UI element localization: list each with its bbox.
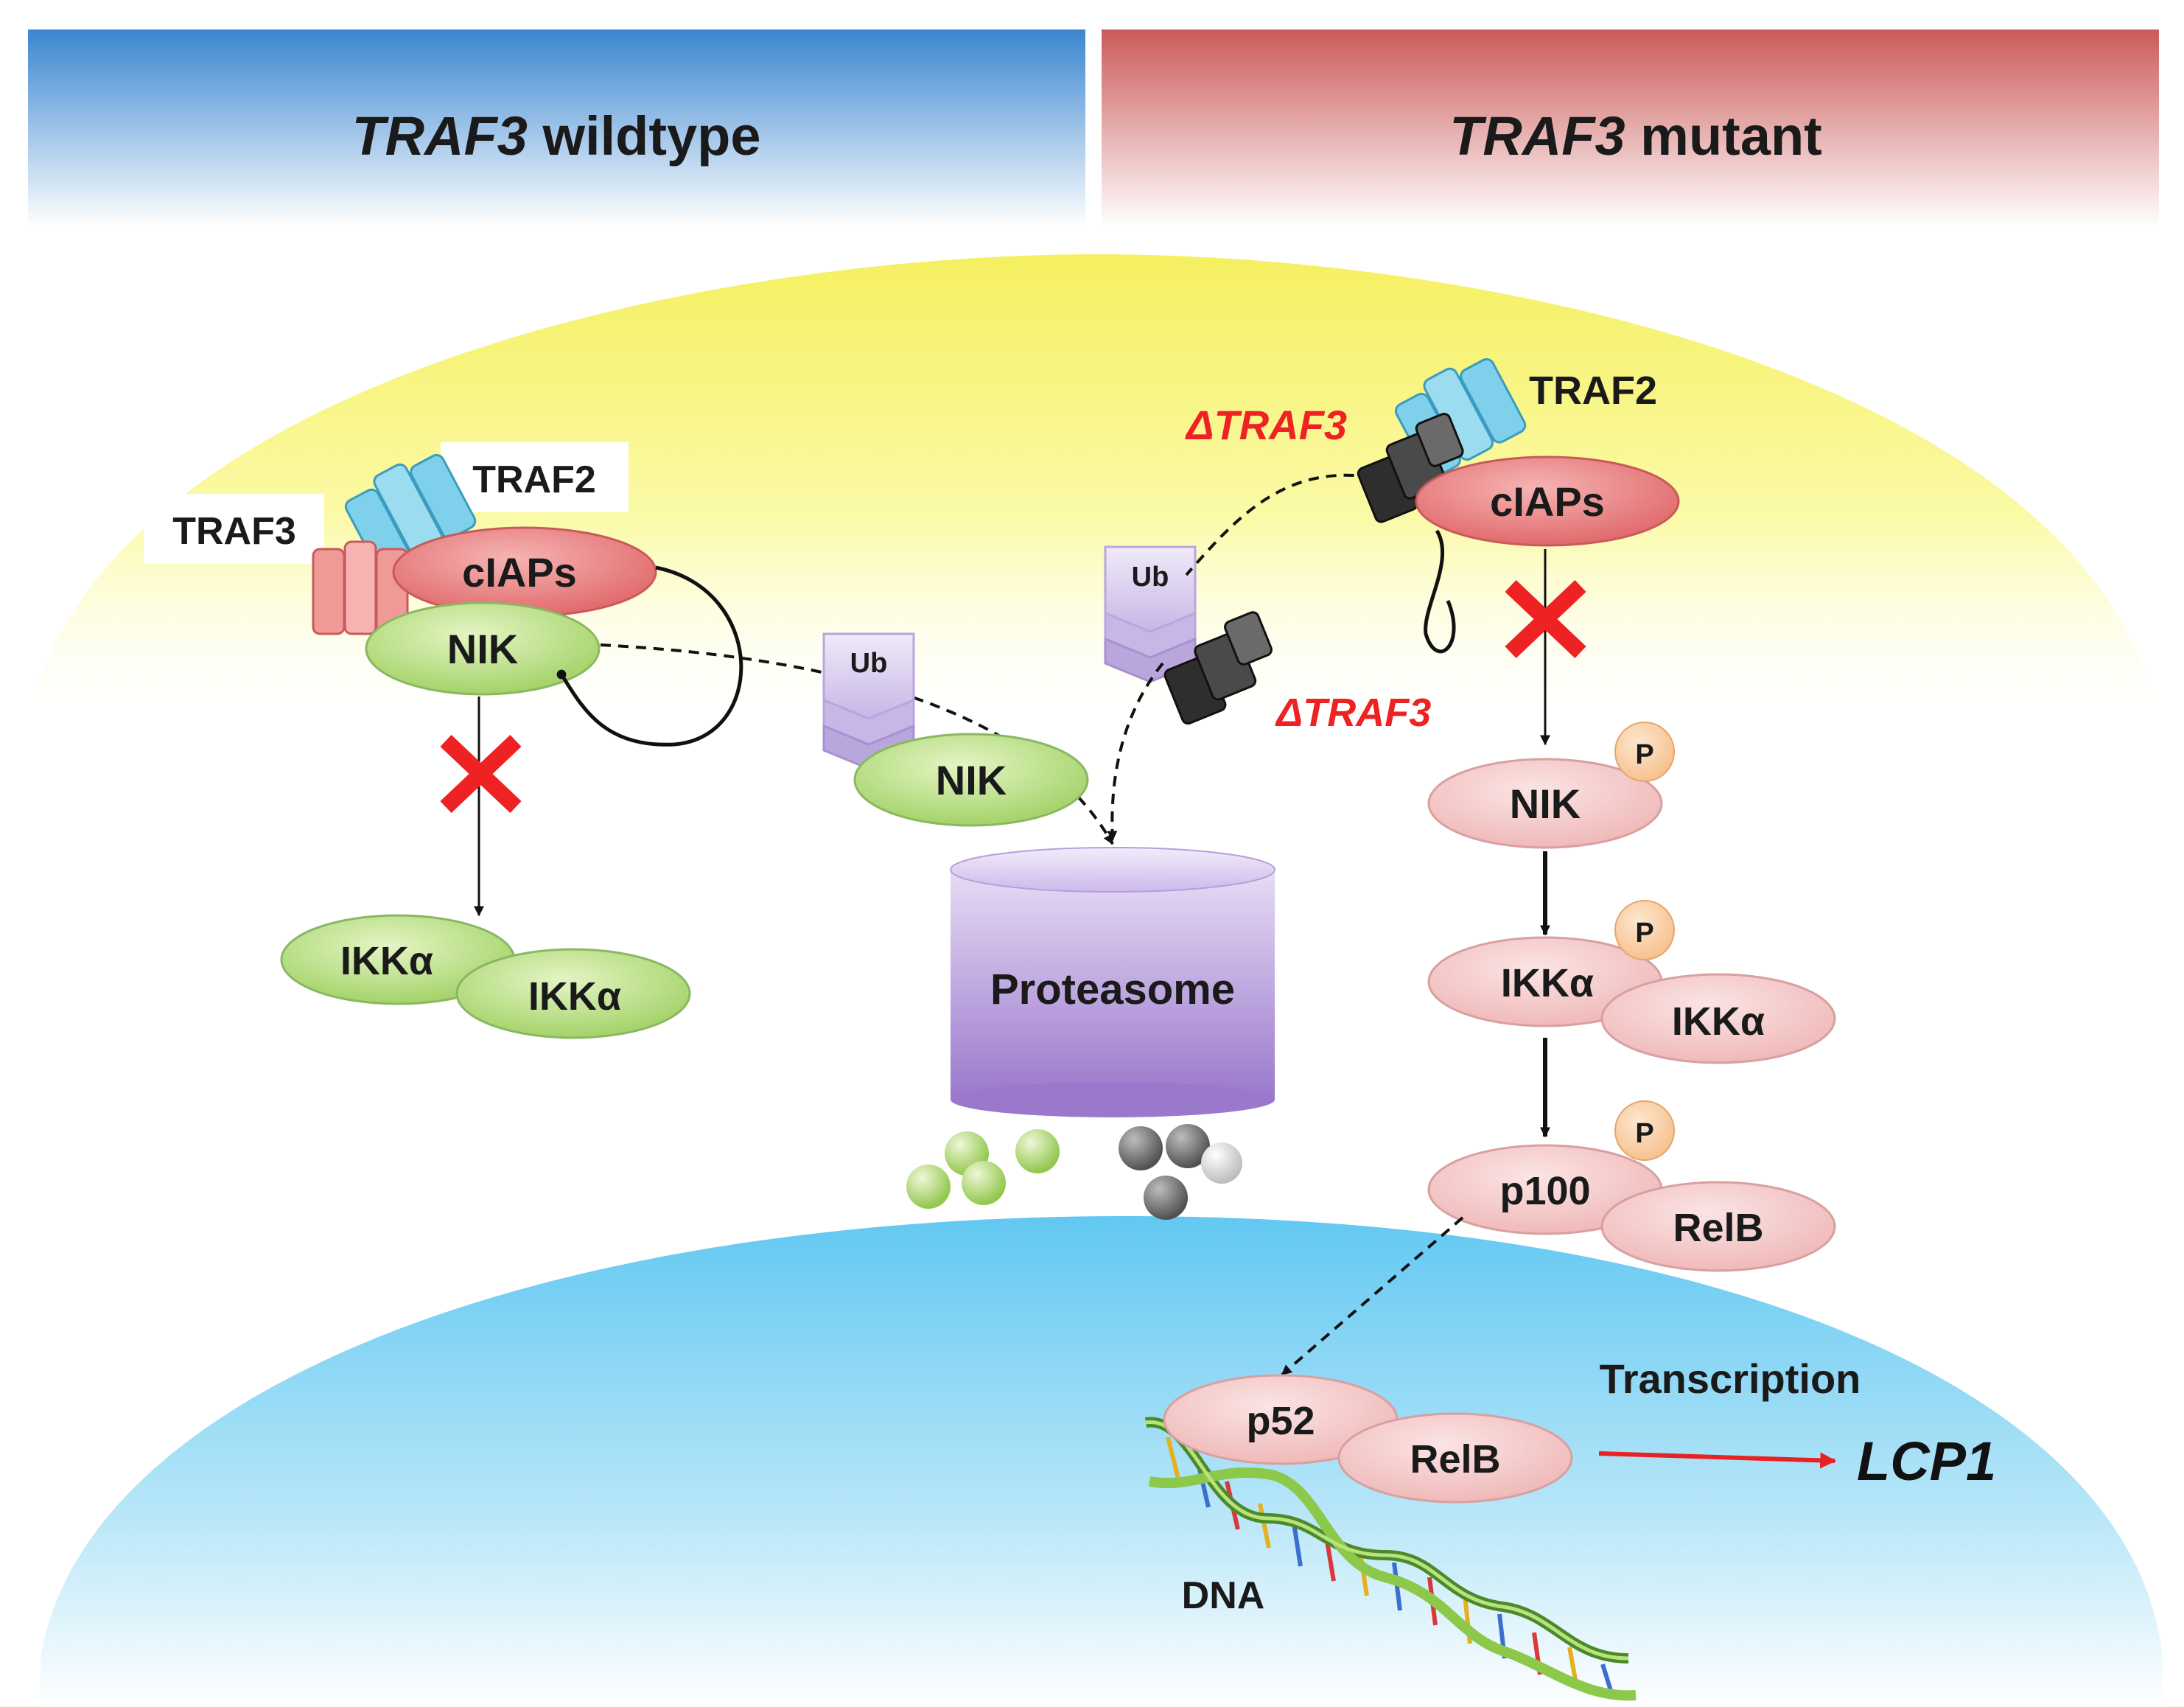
mut-p100-to-nucleus-arrow (1281, 1216, 1464, 1376)
header-wildtype-label: wildtype (528, 105, 761, 167)
center-ub-right-icon: Ub (1104, 545, 1197, 683)
wt-traf2-label: TRAF2 (472, 458, 596, 501)
proteasome-label: Proteasome (990, 966, 1235, 1013)
mut-nik-phospho-label: P (1635, 739, 1653, 770)
transcription-label: Transcription (1600, 1355, 1861, 1402)
wt-ciaps: cIAPs (392, 526, 657, 618)
cytoplasm (22, 254, 2163, 737)
wt-ciaps-label: cIAPs (462, 549, 577, 596)
header-wildtype-gene: TRAF3 (351, 105, 527, 167)
mut-relb: RelB (1600, 1181, 1836, 1272)
mut-traf3-to-proteasome-arrow (1112, 473, 1390, 840)
mut-inhibition-x-icon (1505, 580, 1586, 658)
wt-traf2-label-box: TRAF2 (441, 442, 629, 512)
center-delta-traf3-label: ΔTRAF3 (1275, 691, 1431, 735)
mut-ciaps: cIAPs (1415, 455, 1680, 547)
header-mutant-label: mutant (1625, 105, 1822, 167)
mut-nik-label: NIK (1510, 781, 1581, 827)
mut-p100-phospho-label: P (1635, 1118, 1653, 1149)
mut-traf2-label: TRAF2 (1529, 369, 1657, 413)
mut-ikka-2: IKKα (1600, 973, 1836, 1064)
center-delta-traf3-icon (1163, 611, 1273, 725)
mut-p100: p100 (1427, 1144, 1663, 1235)
mut-p100-label: p100 (1499, 1169, 1590, 1213)
header-wildtype-title: TRAF3 wildtype (351, 105, 760, 167)
dna-helix-icon (1144, 1417, 1637, 1701)
nuc-p52-label: p52 (1246, 1399, 1315, 1443)
wt-ikka-2-label: IKKα (528, 974, 621, 1019)
wt-traf3-label: TRAF3 (172, 510, 296, 553)
center-nik-label: NIK (936, 757, 1007, 803)
center-ub-left-icon: Ub (822, 632, 915, 770)
wt-nik-label: NIK (447, 626, 518, 672)
mut-nik-phospho-icon: P (1614, 722, 1675, 782)
mut-relb-label: RelB (1673, 1206, 1763, 1250)
dna-label: DNA (1182, 1574, 1265, 1617)
transcription-arrow (1598, 1451, 1837, 1469)
degraded-peptides-grey-icon (1119, 1124, 1242, 1220)
proteasome: Proteasome (950, 847, 1275, 1117)
nuc-relb: RelB (1337, 1412, 1573, 1504)
header-mutant-gene: TRAF3 (1449, 105, 1625, 167)
wt-ubiquitination-loop (556, 565, 743, 747)
mut-nik: NIK (1427, 758, 1663, 849)
wt-ikka-1-label: IKKα (340, 939, 433, 983)
wt-ikka-2: IKKα (455, 948, 691, 1039)
header-mutant-title: TRAF3 mutant (1449, 105, 1822, 167)
center-nik: NIK (853, 733, 1089, 827)
mut-ikka-1: IKKα (1427, 936, 1663, 1027)
nuc-relb-label: RelB (1410, 1437, 1500, 1481)
nuc-p52: p52 (1163, 1374, 1399, 1465)
wt-nik: NIK (365, 601, 601, 696)
wt-traf3-label-box: TRAF3 (144, 494, 324, 564)
mut-ikka-phospho-icon: P (1614, 900, 1675, 960)
mut-ikka-phospho-label: P (1635, 918, 1653, 949)
wt-inhibition-x-icon (440, 735, 522, 813)
wt-ikka-1: IKKα (280, 914, 516, 1005)
mut-delta-traf3-label: ΔTRAF3 (1185, 402, 1347, 448)
mut-ciaps-label: cIAPs (1490, 478, 1605, 525)
mut-p100-phospho-icon: P (1614, 1100, 1675, 1161)
wt-traf3-trimer-icon (312, 540, 409, 635)
mut-ikka-2-label: IKKα (1672, 999, 1765, 1044)
degraded-peptides-green-icon (906, 1129, 1060, 1209)
center-ub-right-label: Ub (1132, 562, 1169, 593)
header-wildtype: TRAF3 wildtype (28, 29, 1085, 227)
lcp1-gene-label: LCP1 (1857, 1431, 1996, 1492)
center-ub-left-label: Ub (850, 648, 888, 679)
mut-ubiquitination-loop (1424, 529, 1456, 654)
mut-ikka-1-label: IKKα (1501, 961, 1594, 1005)
header-mutant: TRAF3 mutant (1102, 29, 2159, 227)
nucleus (41, 1216, 2163, 1707)
